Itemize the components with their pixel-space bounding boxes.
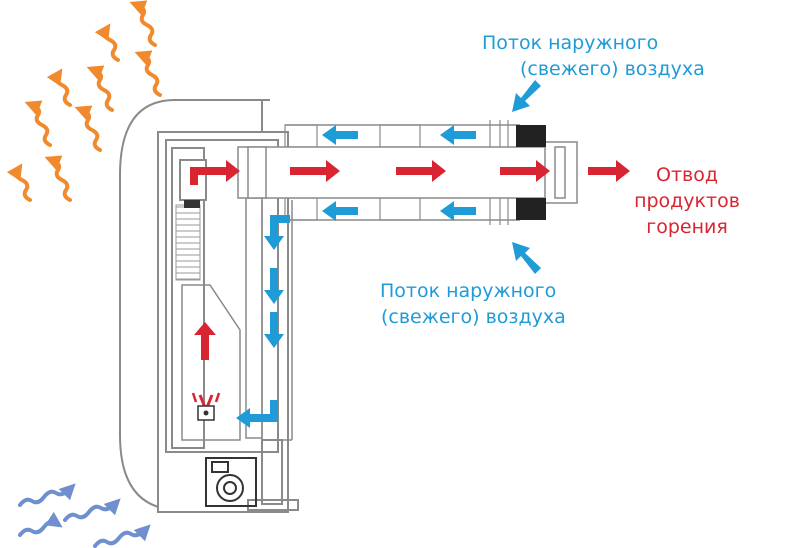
arrow-icon bbox=[194, 322, 216, 360]
fresh-air-label-top-line1: Поток наружного bbox=[482, 32, 659, 54]
arrow-icon bbox=[264, 312, 284, 348]
fresh-air-label-top: Поток наружного (свежего) воздуха bbox=[482, 30, 705, 82]
cold-air-waves-icon bbox=[18, 483, 151, 548]
boiler-body bbox=[119, 99, 299, 513]
flame-icon bbox=[191, 392, 221, 421]
arrow-icon bbox=[290, 160, 340, 182]
arrow-icon bbox=[440, 125, 476, 145]
arrow-icon bbox=[440, 201, 476, 221]
arrow-icon bbox=[190, 160, 240, 185]
exhaust-label: Отвод продуктов горения bbox=[612, 162, 762, 240]
arrow-icon bbox=[322, 201, 358, 221]
heat-waves-icon bbox=[6, 0, 162, 202]
arrow-icon bbox=[322, 125, 358, 145]
fresh-air-label-bottom-line2: (свежего) воздуха bbox=[381, 306, 566, 328]
arrow-icon bbox=[500, 160, 550, 182]
fresh-air-label-top-line2: (свежего) воздуха bbox=[520, 58, 705, 80]
fan-icon bbox=[205, 457, 257, 507]
fresh-air-label-bottom: Поток наружного (свежего) воздуха bbox=[380, 278, 566, 330]
fresh-air-label-bottom-line1: Поток наружного bbox=[380, 280, 557, 302]
fresh-air-arrows bbox=[236, 80, 541, 428]
arrow-icon bbox=[588, 160, 630, 182]
arrow-icon bbox=[512, 242, 541, 274]
arrow-icon bbox=[264, 268, 284, 304]
flue-gas-arrows bbox=[190, 160, 630, 360]
exhaust-label-line2: продуктов bbox=[634, 190, 740, 212]
vertical-air-duct bbox=[261, 200, 293, 441]
exhaust-label-line1: Отвод bbox=[656, 164, 718, 186]
arrow-icon bbox=[396, 160, 446, 182]
exhaust-label-line3: горения bbox=[646, 216, 728, 238]
arrow-icon bbox=[236, 400, 278, 428]
arrow-icon bbox=[512, 80, 541, 112]
arrow-icon bbox=[264, 215, 290, 250]
